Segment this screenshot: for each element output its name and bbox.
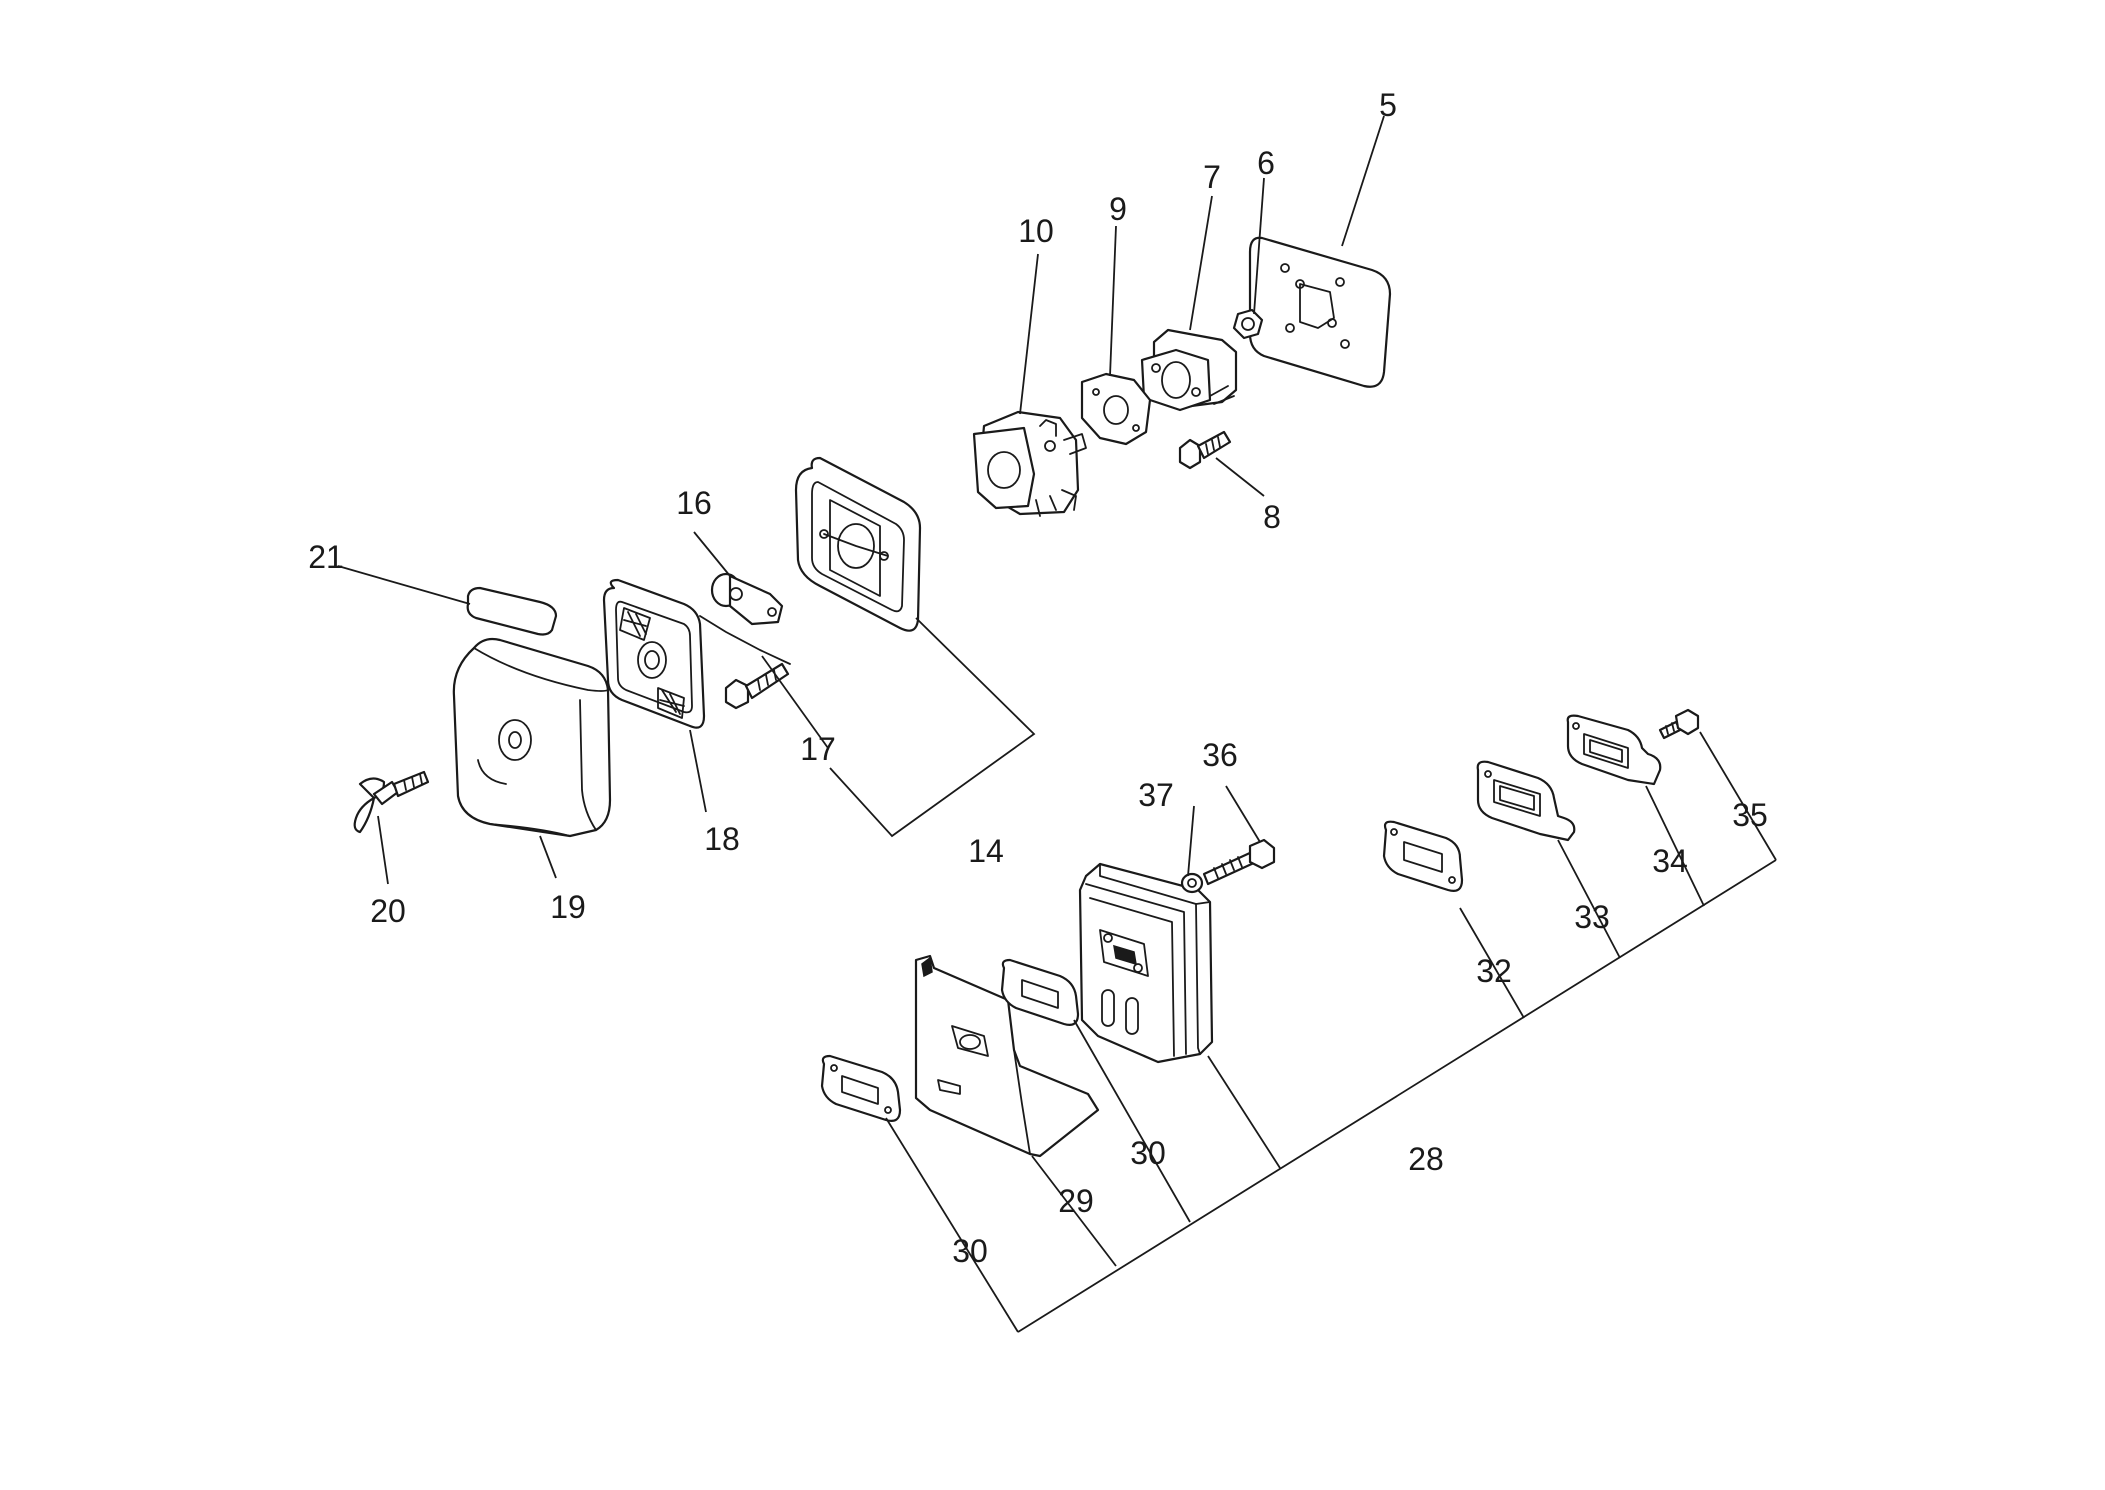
part-33-plate: [1476, 760, 1576, 842]
callout-30-lower: 30: [952, 1233, 988, 1269]
leader-lines: [337, 115, 1777, 1333]
callout-35: 35: [1732, 797, 1768, 833]
callout-21: 21: [308, 539, 344, 575]
callout-labels: 5 6 7 8 9 10 14 16 17 18 19 20 21 28 29 …: [308, 87, 1768, 1269]
part-16-choke-plate: [710, 572, 784, 626]
part-6-nut: [1232, 308, 1264, 340]
callout-10: 10: [1018, 213, 1054, 249]
callout-34: 34: [1652, 843, 1688, 879]
part-35-screw: [1658, 708, 1700, 740]
part-14-air-cleaner-case: [794, 456, 922, 632]
callout-14: 14: [968, 833, 1004, 869]
part-10-carburetor: [972, 410, 1087, 517]
part-5-insulator-plate: [1248, 236, 1392, 388]
callout-6: 6: [1257, 145, 1275, 181]
part-17-bolt: [699, 615, 791, 710]
callout-8: 8: [1263, 499, 1281, 535]
callout-30-middle: 30: [1130, 1135, 1166, 1171]
part-34-cover-plate: [1566, 714, 1662, 786]
callout-37: 37: [1138, 777, 1174, 813]
callout-36: 36: [1202, 737, 1238, 773]
callout-32: 32: [1476, 953, 1512, 989]
part-9-gasket: [1080, 372, 1152, 446]
part-19-air-cleaner-cover: [452, 637, 612, 838]
part-8-bolt: [1178, 430, 1232, 470]
part-30-gasket-lower: [820, 1054, 902, 1122]
part-7-adapter: [1140, 328, 1238, 412]
callout-29: 29: [1058, 1183, 1094, 1219]
callout-18: 18: [704, 821, 740, 857]
callout-33: 33: [1574, 899, 1610, 935]
callout-20: 20: [370, 893, 406, 929]
part-29-muffler-plate: [914, 954, 1100, 1158]
part-28-muffler: [1078, 862, 1214, 1064]
callout-17: 17: [800, 731, 836, 767]
part-30-gasket-middle: [1000, 958, 1080, 1026]
part-18-air-filter: [602, 578, 706, 729]
callout-16: 16: [676, 485, 712, 521]
part-37-washer: [1180, 872, 1204, 894]
part-21-label: [466, 586, 558, 636]
callout-28: 28: [1408, 1141, 1444, 1177]
callout-9: 9: [1109, 191, 1127, 227]
callout-7: 7: [1203, 159, 1221, 195]
part-32-gasket: [1382, 820, 1464, 892]
callout-5: 5: [1379, 87, 1397, 123]
callout-19: 19: [550, 889, 586, 925]
part-20-wing-bolt: [353, 770, 430, 834]
part-36-bolt: [1202, 838, 1276, 886]
